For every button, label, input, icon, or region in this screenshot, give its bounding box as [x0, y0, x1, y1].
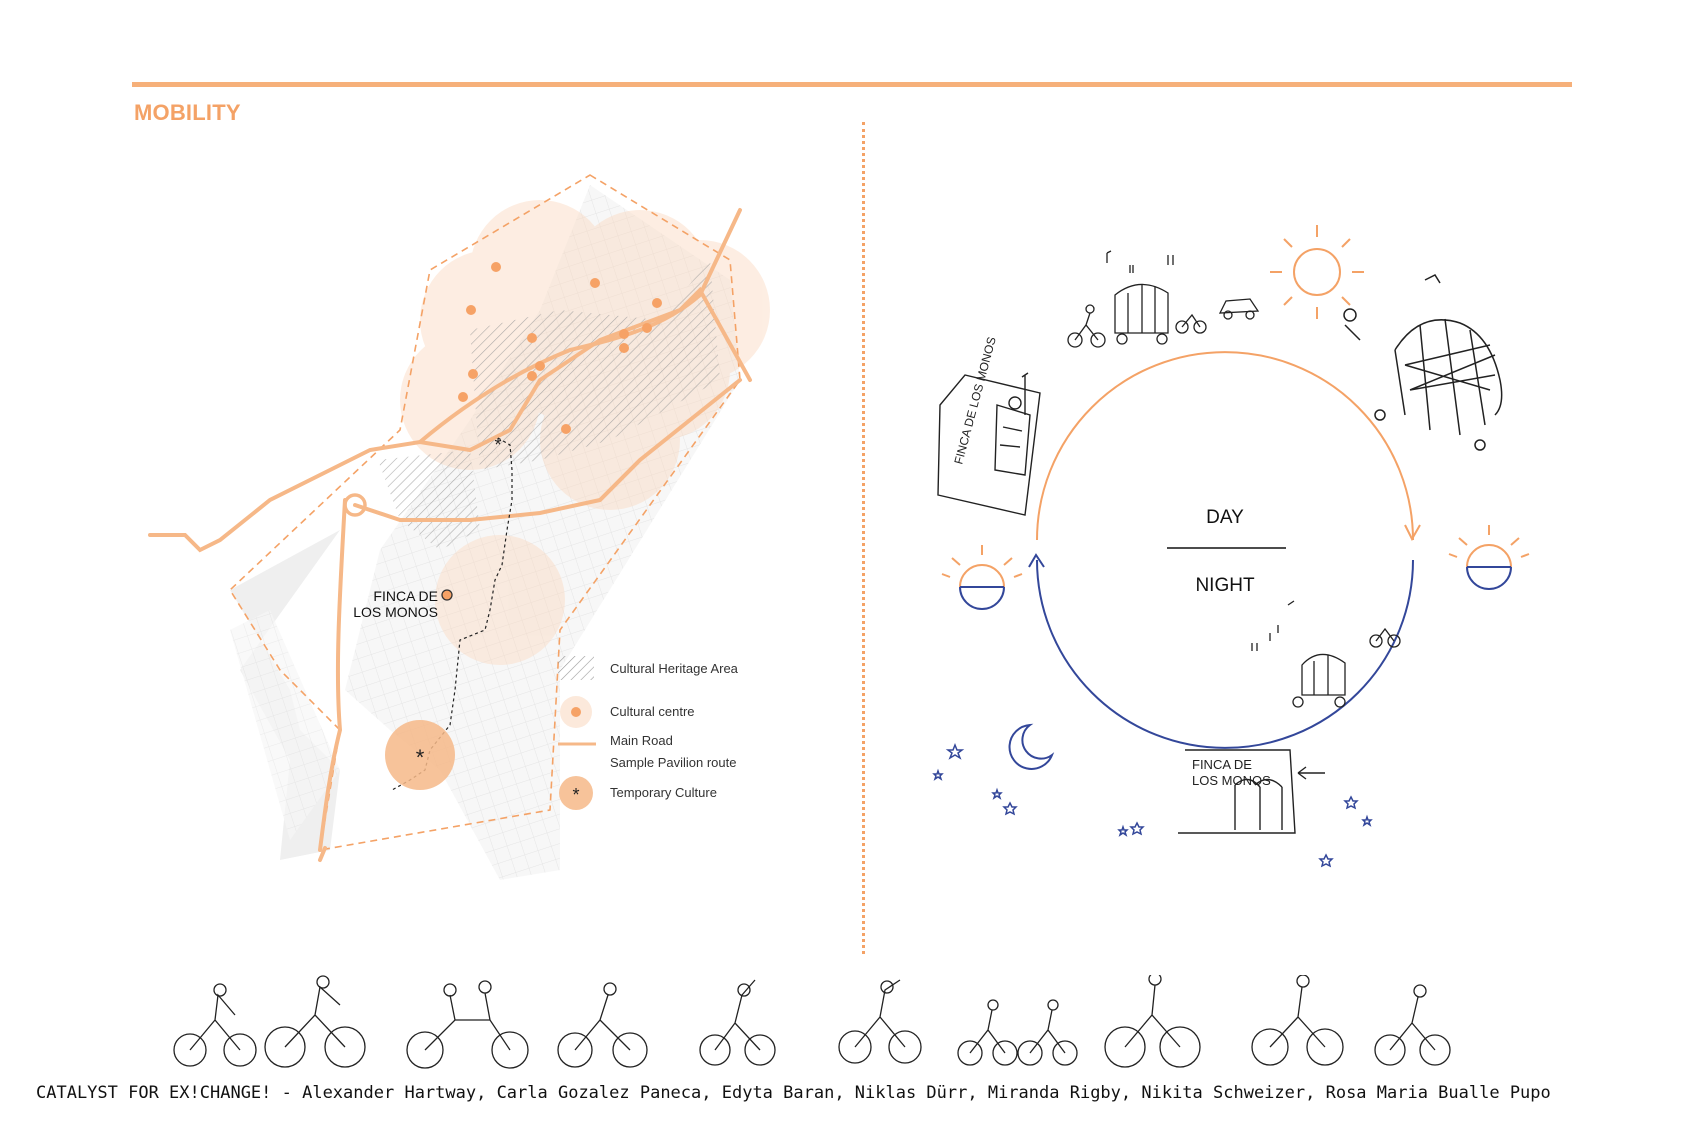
- day-label: DAY: [1206, 507, 1244, 528]
- sketch-pavilion-right: [1343, 274, 1503, 451]
- cyclist-sketch-1: [173, 983, 257, 1067]
- sketch-finca-bottom: [1178, 749, 1325, 834]
- day-night-cycle: DAY NIGHT: [932, 225, 1530, 868]
- sketch-top-bikes: [1067, 250, 1260, 348]
- asterisk-circle-glyph: *: [572, 785, 579, 805]
- cyclist-sketch-pair: [957, 999, 1078, 1066]
- temporary-culture-circle: [385, 720, 455, 790]
- legend-label-heritage: Cultural Heritage Area: [610, 661, 739, 676]
- finca-marker: [441, 589, 453, 601]
- cyclist-sketch-tandem: [406, 980, 529, 1069]
- finca-label-line2: LOS MONOS: [353, 604, 438, 620]
- cyclist-sketch-8: [1374, 984, 1451, 1066]
- cyclist-sketch-2: [264, 975, 366, 1068]
- page-title: MOBILITY: [134, 100, 241, 125]
- center-divider: [862, 122, 865, 954]
- night-arc: [1036, 559, 1414, 749]
- day-arc: [1036, 351, 1414, 541]
- night-arrow-icon: [1028, 553, 1045, 568]
- night-label: NIGHT: [1195, 575, 1255, 596]
- sketch-sign-bottom-line1: FINCA DE: [1192, 757, 1252, 772]
- main-roads: [148, 208, 752, 862]
- sunrise-left-icon: [941, 545, 1023, 610]
- dot-icon-core: [571, 707, 581, 717]
- cyclist-sketch-5: [838, 979, 922, 1064]
- hatch-swatch-icon: [558, 656, 594, 680]
- sketch-sign-bottom-line2: LOS MONOS: [1192, 773, 1271, 788]
- finca-label-line1: FINCA DE: [373, 588, 438, 604]
- route-start-asterisk: *: [494, 435, 501, 455]
- cyclist-sketch-4: [699, 979, 776, 1066]
- asterisk-circle-icon: [559, 776, 593, 810]
- heritage-area: [378, 260, 720, 550]
- top-rule: [132, 82, 1572, 87]
- cyclist-sketch-6: [1104, 975, 1201, 1068]
- cultural-centre-dots: [458, 262, 662, 434]
- legend-label-temporary: Temporary Culture: [610, 785, 717, 800]
- credit-line: CATALYST FOR EX!CHANGE! - Alexander Hart…: [36, 1083, 1551, 1103]
- sketch-finca-top: [937, 372, 1041, 516]
- legend-label-centre: Cultural centre: [610, 704, 695, 719]
- sun-icon: [1270, 225, 1364, 319]
- star-icons: [932, 742, 1373, 868]
- temporary-culture-asterisk: *: [416, 745, 425, 770]
- moon-icon: [1008, 723, 1055, 770]
- sunset-right-icon: [1448, 525, 1530, 590]
- sketch-bottom-right-bikes: [1251, 600, 1401, 708]
- pavilion-route: [391, 437, 513, 791]
- sketch-sign-top-text: FINCA DE LOS MONOS: [951, 335, 999, 466]
- cyclist-sketch-7: [1251, 975, 1344, 1066]
- cyclists-strip: [173, 975, 1451, 1069]
- legend-label-road: Main Road: [610, 733, 673, 748]
- map-legend: Cultural Heritage Area Cultural centre M…: [558, 656, 739, 810]
- legend-label-route: Sample Pavilion route: [610, 755, 736, 770]
- day-arrow-icon: [1404, 524, 1421, 542]
- cyclist-sketch-3: [557, 982, 648, 1068]
- mobility-map: * * FINCA DE LOS MONOS Cultural Heritage…: [148, 174, 770, 880]
